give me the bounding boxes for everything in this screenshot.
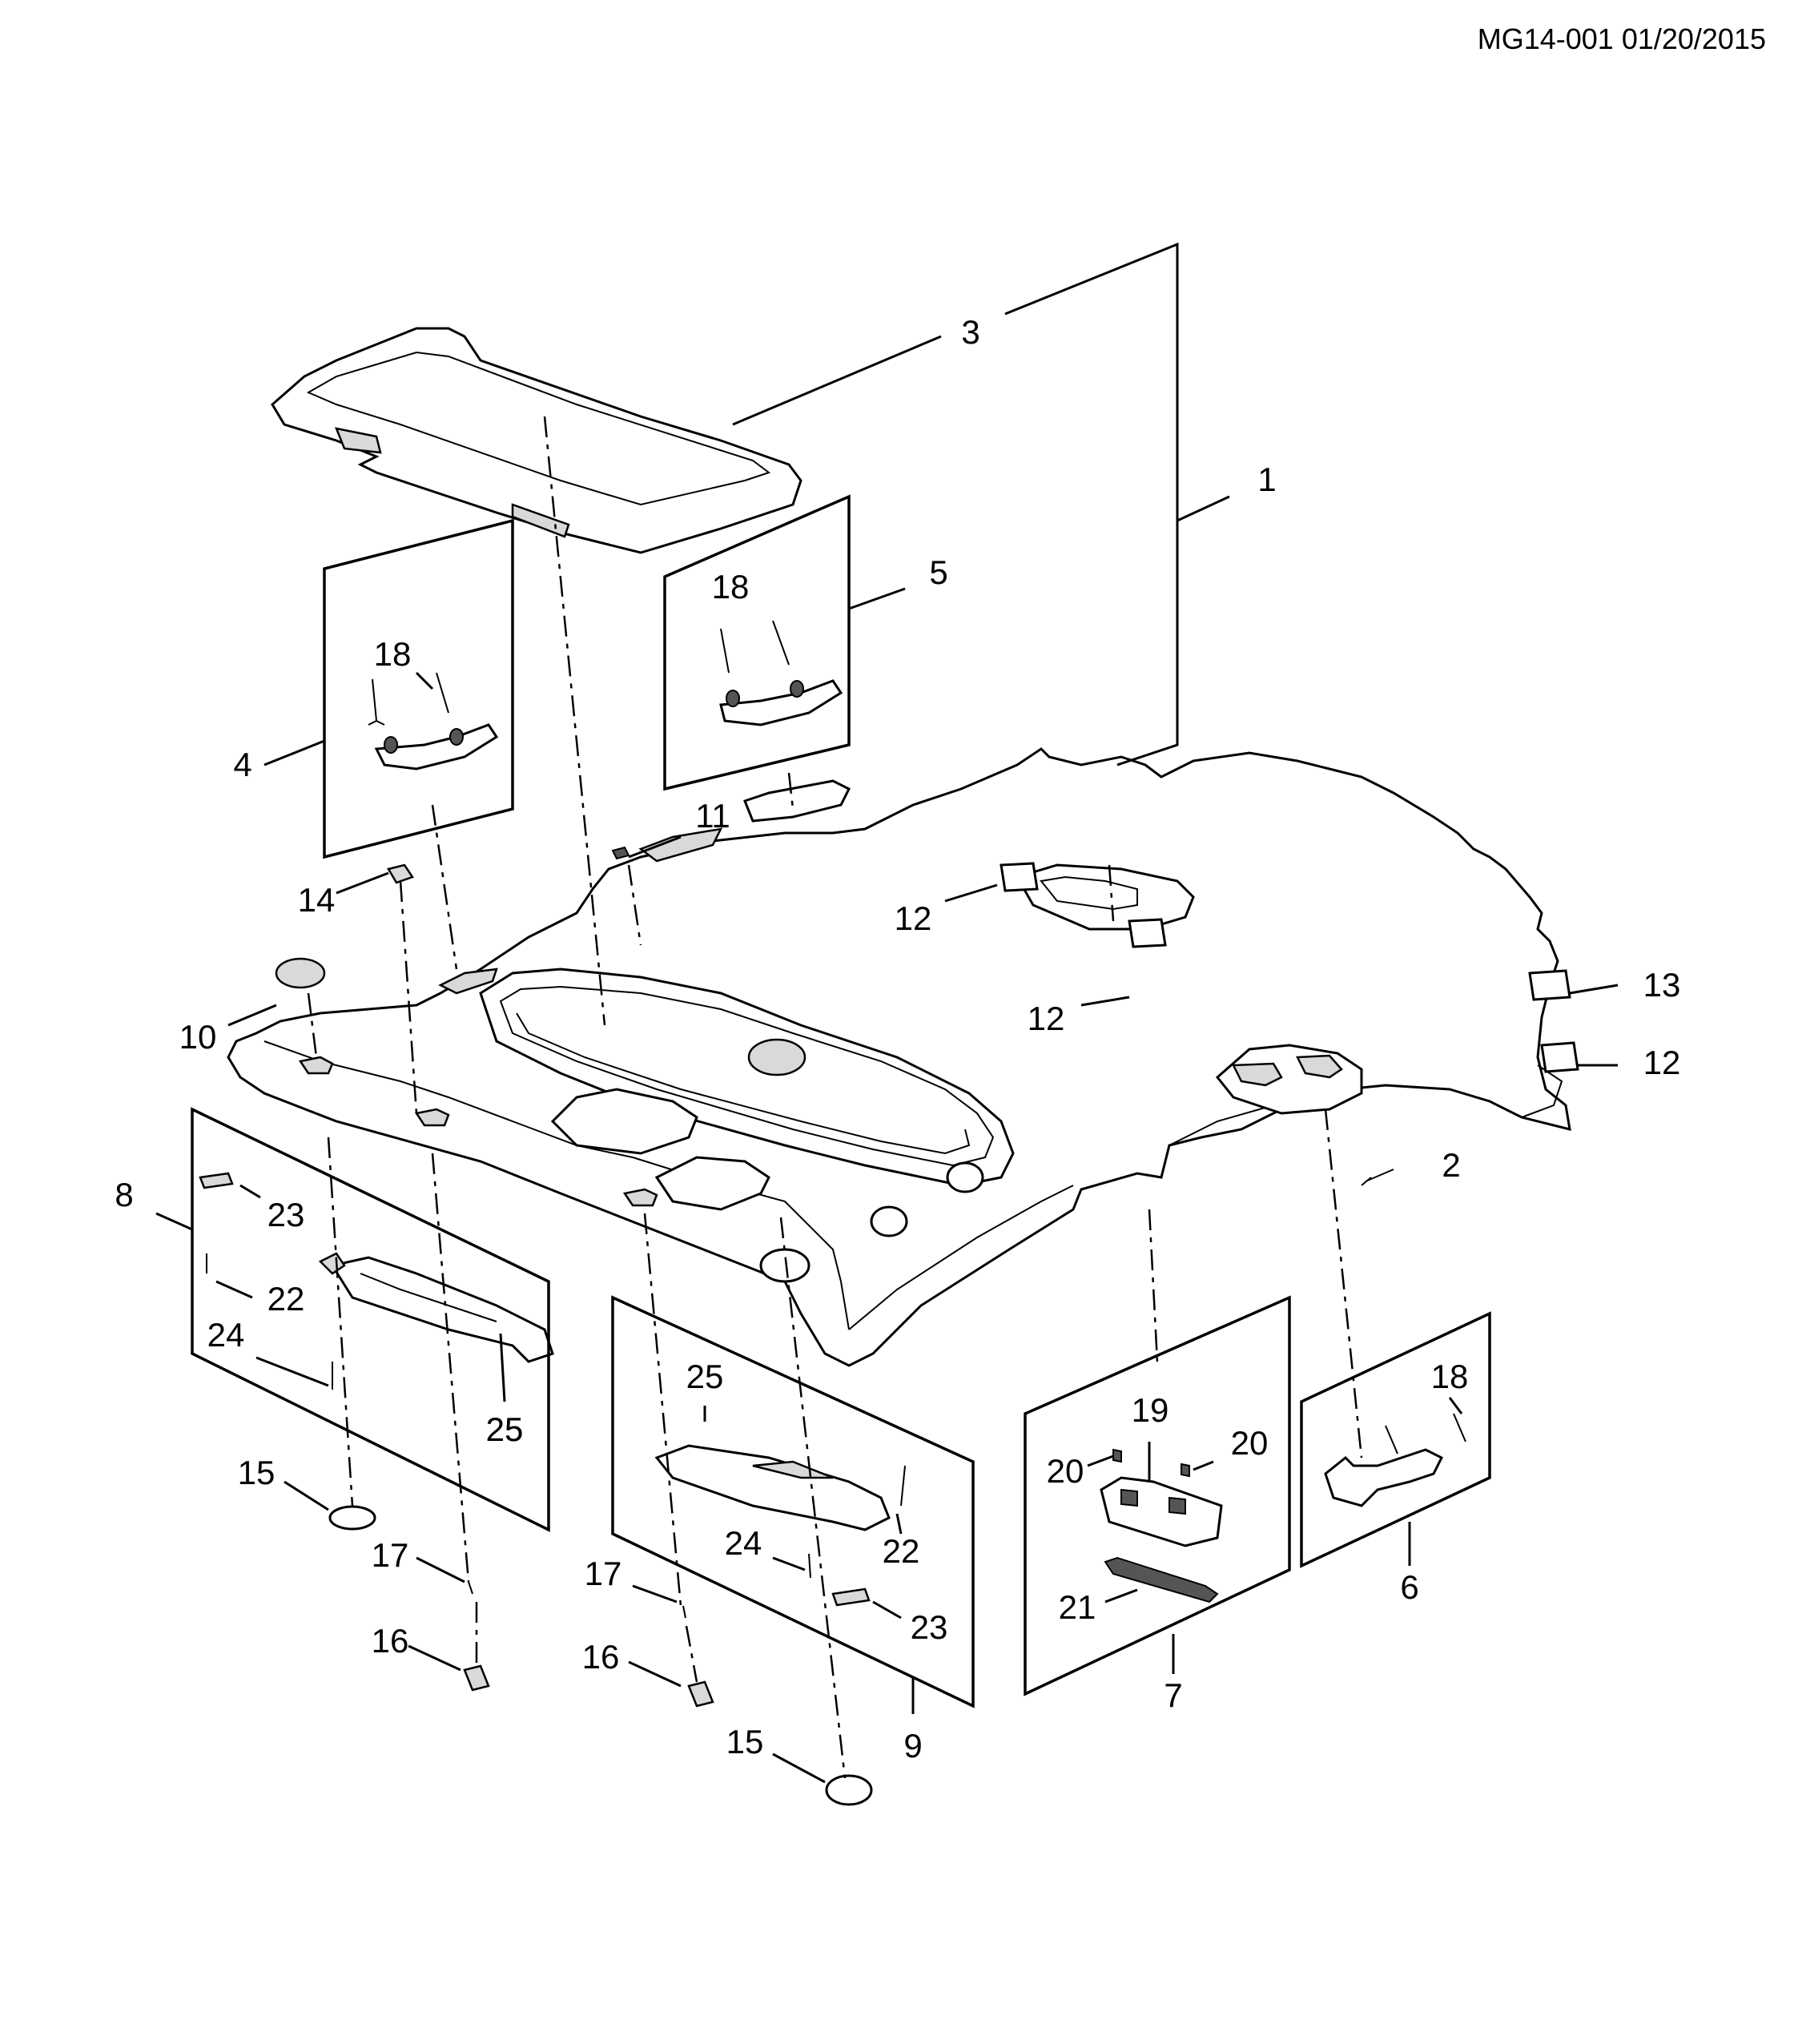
callout-c17b: 17	[585, 1555, 622, 1592]
escutcheon-15-left	[328, 1505, 376, 1531]
callout-c17a: 17	[372, 1536, 409, 1574]
callout-c12b: 12	[1028, 1000, 1065, 1037]
pin-17-left	[468, 1581, 473, 1595]
inset-box-7	[1024, 1295, 1291, 1696]
headliner-panel	[227, 747, 1579, 1367]
callout-c22a: 22	[267, 1280, 305, 1318]
callout-c7: 7	[1164, 1676, 1182, 1714]
callout-c15a: 15	[238, 1454, 276, 1491]
callout-c9: 9	[903, 1727, 922, 1764]
sunroof-frame	[271, 327, 802, 554]
dome-lamp	[1100, 1448, 1223, 1603]
callout-c3: 3	[961, 313, 979, 351]
callout-c21: 21	[1059, 1588, 1096, 1626]
inset-box-8	[191, 1107, 550, 1532]
callout-c18b: 18	[712, 568, 750, 606]
callout-c18a: 18	[374, 635, 412, 673]
escutcheon-15-right	[825, 1774, 873, 1806]
document-id: MG14-001 01/20/2015	[1477, 22, 1766, 55]
inset-box-9	[611, 1295, 975, 1708]
trim-plug-10	[275, 957, 326, 989]
pin-17-right	[682, 1605, 686, 1619]
callout-c1: 1	[1257, 461, 1276, 498]
callout-c14: 14	[298, 881, 336, 919]
callout-c5: 5	[929, 553, 947, 591]
screw-2	[1361, 1169, 1394, 1186]
bracket-14	[387, 863, 414, 884]
callout-c6: 6	[1400, 1568, 1418, 1606]
centerlines	[307, 416, 1363, 1779]
callout-c16b: 16	[582, 1638, 620, 1676]
pin-24-right	[808, 1553, 811, 1579]
clip-16-left	[463, 1664, 490, 1692]
callout-c18c: 18	[1431, 1358, 1469, 1395]
clip-16-right	[687, 1680, 714, 1708]
label-23-left	[199, 1172, 234, 1189]
assist-handle-4	[368, 672, 499, 771]
callout-c19: 19	[1132, 1391, 1169, 1429]
leader-lines	[155, 242, 1619, 1784]
assist-handle-6	[1324, 1413, 1466, 1507]
assist-handle-5	[719, 620, 843, 726]
sunvisor-right	[654, 1444, 906, 1531]
callout-c25b: 25	[686, 1358, 724, 1395]
label-23-right	[831, 1587, 871, 1607]
callout-c20a: 20	[1047, 1452, 1084, 1490]
inset-box-5	[663, 494, 851, 791]
clip-11	[611, 846, 630, 860]
callout-c24b: 24	[725, 1524, 762, 1562]
callout-c16a: 16	[372, 1622, 409, 1660]
callout-c20b: 20	[1231, 1424, 1269, 1462]
callout-c8: 8	[115, 1176, 133, 1213]
callout-c4: 4	[233, 746, 251, 783]
callout-c15b: 15	[726, 1723, 764, 1760]
callout-c25c: 25	[486, 1410, 524, 1448]
callout-c10: 10	[179, 1018, 217, 1056]
callout-c23a: 23	[267, 1196, 305, 1233]
callout-c2: 2	[1442, 1146, 1460, 1184]
callout-c23b: 23	[911, 1608, 948, 1646]
callout-c12c: 12	[1643, 1044, 1681, 1081]
sunvisor-left	[318, 1252, 554, 1363]
callout-c13: 13	[1643, 966, 1681, 1004]
callout-c25a: 25	[486, 1410, 524, 1448]
callout-c12a: 12	[895, 899, 932, 937]
inset-boxes	[191, 494, 1491, 1708]
inset-box-6	[1300, 1311, 1491, 1568]
callout-c24a: 24	[207, 1316, 245, 1354]
callout-c11: 11	[695, 797, 730, 835]
inset-box-4	[323, 518, 514, 859]
callout-c22b: 22	[883, 1532, 920, 1570]
